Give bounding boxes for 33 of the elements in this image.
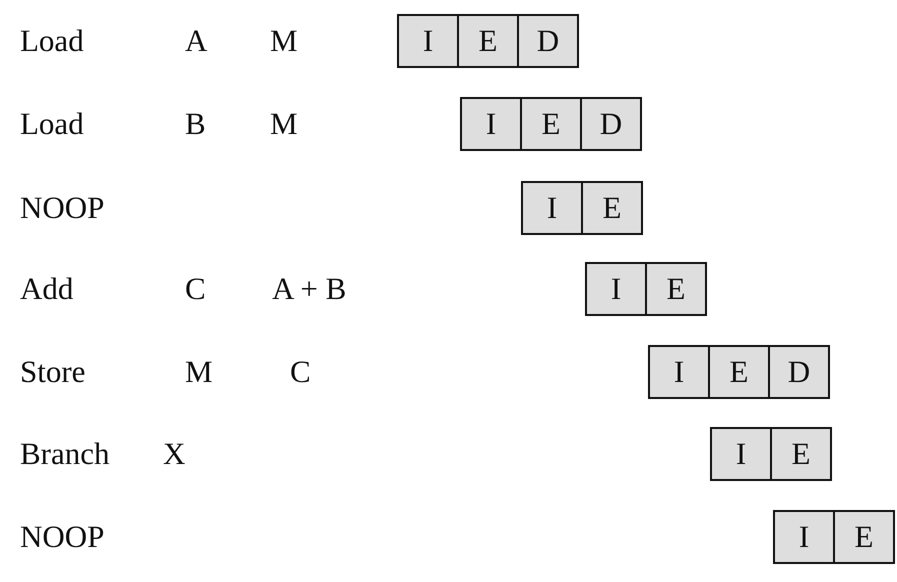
instruction-name: NOOP [20, 190, 104, 226]
pipeline-stage-cell: E [770, 427, 832, 481]
operand-label: X [163, 436, 186, 472]
operand-label: A + B [272, 271, 346, 307]
pipeline-stage-cell: I [648, 345, 710, 399]
operand-label: C [185, 271, 206, 307]
instruction-name: Load [20, 106, 84, 142]
instruction-name: Load [20, 23, 84, 59]
pipeline-stage-cell: E [833, 510, 895, 564]
pipeline-stage-cell: I [521, 181, 583, 235]
pipeline-stage-cell: E [581, 181, 643, 235]
pipeline-stage-cell: E [457, 14, 519, 68]
pipeline-stage-cell: I [710, 427, 772, 481]
pipeline-stage-cell: I [585, 262, 647, 316]
pipeline-stage-cell: D [580, 97, 642, 151]
operand-label: M [270, 23, 298, 59]
pipeline-stage-cell: I [460, 97, 522, 151]
operand-label: A [185, 23, 208, 59]
pipeline-stage-cell: D [768, 345, 830, 399]
pipeline-stage-cell: D [517, 14, 579, 68]
instruction-name: Store [20, 354, 86, 390]
instruction-name: NOOP [20, 519, 104, 555]
pipeline-stage-cell: E [645, 262, 707, 316]
pipeline-stage-cell: I [397, 14, 459, 68]
operand-label: M [270, 106, 298, 142]
operand-label: M [185, 354, 213, 390]
instruction-name: Branch [20, 436, 110, 472]
operand-label: C [290, 354, 311, 390]
pipeline-stage-cell: E [520, 97, 582, 151]
pipeline-stage-cell: I [773, 510, 835, 564]
instruction-name: Add [20, 271, 74, 307]
pipeline-stage-cell: E [708, 345, 770, 399]
operand-label: B [185, 106, 206, 142]
